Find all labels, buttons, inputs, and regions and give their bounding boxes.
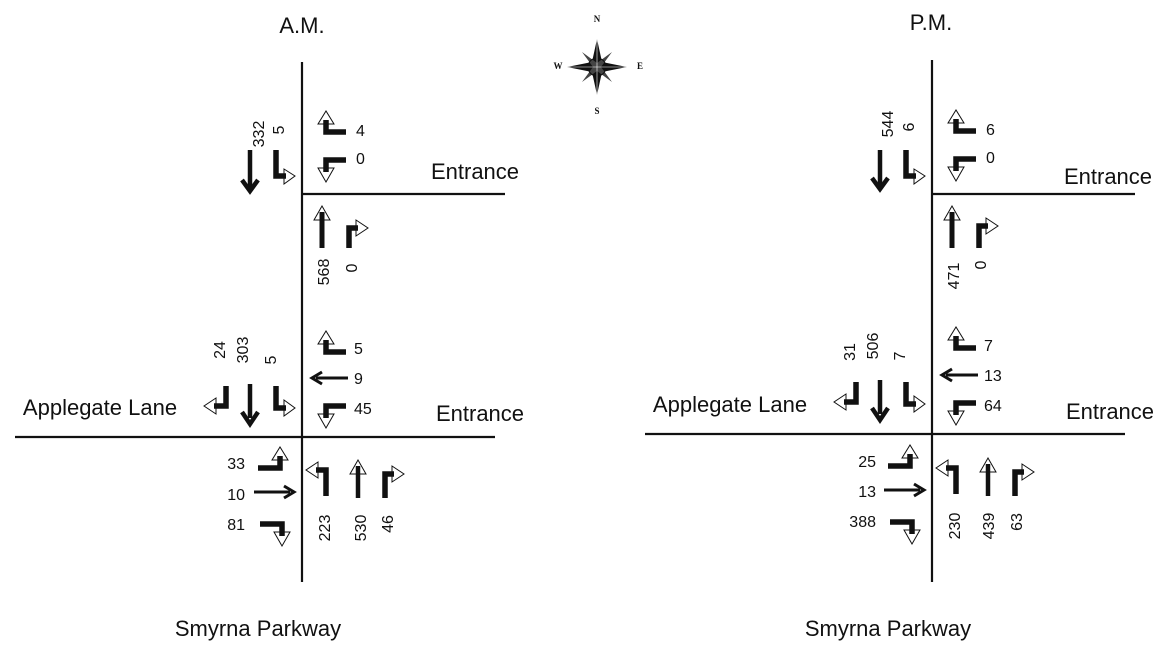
- pm-s-wb-left-arrow-icon: [947, 400, 976, 427]
- am-s-wb-through-count: 9: [354, 371, 363, 388]
- am-applegate-label: Applegate Lane: [23, 395, 177, 420]
- am-n-nb-right-arrow-icon: [346, 219, 369, 248]
- am-s-eb-left-arrow-icon: [258, 446, 289, 471]
- pm-s-wb-through-arrow-icon: [939, 367, 978, 383]
- pm-n-wb-right-arrow-icon: [947, 109, 976, 134]
- pm-n-sb-left-arrow-icon: [903, 150, 926, 185]
- compass-west-label: W: [554, 61, 563, 71]
- pm-s-sb-right-arrow-icon: [833, 382, 859, 411]
- pm-street-label: Smyrna Parkway: [805, 616, 971, 641]
- pm-s-wb-right-count: 7: [984, 338, 993, 355]
- am-n-sb-left-arrow-icon: [273, 150, 296, 185]
- pm-s-eb-through-arrow-icon: [884, 482, 927, 498]
- am-s-nb-left-count: 223: [317, 515, 334, 542]
- pm-n-sb-through-count: 544: [880, 111, 897, 138]
- pm-n-nb-right-arrow-icon: [976, 217, 999, 248]
- am-n-sb-through-count: 332: [251, 121, 268, 148]
- am-n-sb-through-arrow-icon: [240, 150, 260, 195]
- pm-n-nb-through-count: 471: [946, 263, 963, 290]
- am-s-nb-left-arrow-icon: [305, 461, 329, 496]
- pm-n-wb-left-arrow-icon: [947, 156, 976, 183]
- pm-n-wb-left-count: 0: [986, 150, 995, 167]
- pm-s-nb-through-count: 439: [981, 513, 998, 540]
- am-north-entrance-label: Entrance: [431, 159, 519, 184]
- am-s-wb-right-arrow-icon: [317, 330, 346, 355]
- pm-s-wb-right-arrow-icon: [947, 326, 976, 351]
- am-s-sb-left-arrow-icon: [273, 386, 296, 417]
- pm-s-nb-right-count: 63: [1009, 513, 1026, 531]
- am-n-wb-right-arrow-icon: [317, 110, 346, 135]
- am-n-wb-right-count: 4: [356, 123, 365, 140]
- am-n-wb-left-count: 0: [356, 151, 365, 168]
- am-n-nb-through-count: 568: [316, 259, 333, 286]
- pm-s-eb-right-arrow-icon: [890, 519, 921, 546]
- pm-s-wb-left-count: 64: [984, 398, 1002, 415]
- pm-s-wb-through-count: 13: [984, 368, 1002, 385]
- pm-s-eb-left-arrow-icon: [888, 444, 919, 469]
- pm-n-sb-through-arrow-icon: [870, 150, 890, 193]
- am-s-sb-right-arrow-icon: [203, 386, 229, 415]
- am-panel: A.M. Smyrna Parkway Entrance Entrance Ap…: [15, 13, 524, 641]
- am-s-wb-right-count: 5: [354, 341, 363, 358]
- pm-applegate-label: Applegate Lane: [653, 392, 807, 417]
- compass-north-label: N: [594, 14, 601, 24]
- pm-s-eb-through-count: 13: [858, 484, 876, 501]
- pm-n-nb-right-count: 0: [973, 260, 990, 269]
- am-s-eb-right-arrow-icon: [260, 521, 291, 548]
- pm-s-nb-right-arrow-icon: [1012, 463, 1035, 496]
- pm-s-nb-through-arrow-icon: [979, 456, 997, 496]
- am-s-wb-through-arrow-icon: [309, 370, 348, 386]
- pm-s-sb-left-count: 7: [892, 351, 909, 360]
- pm-s-eb-right-count: 388: [849, 514, 876, 531]
- am-street-label: Smyrna Parkway: [175, 616, 341, 641]
- compass-south-label: S: [594, 106, 599, 116]
- pm-n-nb-through-arrow-icon: [943, 204, 961, 248]
- am-s-wb-left-count: 45: [354, 401, 372, 418]
- am-s-sb-through-arrow-icon: [240, 384, 260, 429]
- am-s-sb-through-count: 303: [235, 337, 252, 364]
- pm-s-sb-right-count: 31: [842, 343, 859, 361]
- pm-n-sb-left-count: 6: [901, 122, 918, 131]
- am-n-nb-right-count: 0: [344, 263, 361, 272]
- am-n-nb-through-arrow-icon: [313, 204, 331, 248]
- pm-s-nb-left-count: 230: [947, 513, 964, 540]
- pm-s-sb-left-arrow-icon: [903, 382, 926, 413]
- pm-s-sb-through-arrow-icon: [870, 380, 890, 425]
- am-s-nb-right-arrow-icon: [382, 465, 405, 498]
- pm-south-entrance-label: Entrance: [1066, 399, 1154, 424]
- am-s-nb-right-count: 46: [380, 515, 397, 533]
- am-s-sb-left-count: 5: [263, 355, 280, 364]
- pm-s-nb-left-arrow-icon: [935, 459, 959, 494]
- am-s-nb-through-arrow-icon: [349, 458, 367, 498]
- compass-rose: N S W E: [554, 14, 644, 116]
- am-s-wb-left-arrow-icon: [317, 403, 346, 430]
- pm-s-sb-through-count: 506: [865, 333, 882, 360]
- compass-star-icon: [567, 39, 627, 95]
- am-s-eb-through-arrow-icon: [254, 484, 297, 500]
- am-n-sb-left-count: 5: [271, 125, 288, 134]
- compass-east-label: E: [637, 61, 643, 71]
- am-n-wb-left-arrow-icon: [317, 157, 346, 184]
- am-period-title: A.M.: [279, 13, 324, 38]
- pm-n-wb-right-count: 6: [986, 122, 995, 139]
- pm-north-entrance-label: Entrance: [1064, 164, 1152, 189]
- pm-period-title: P.M.: [910, 10, 952, 35]
- am-s-eb-through-count: 10: [227, 487, 245, 504]
- am-s-sb-right-count: 24: [212, 341, 229, 359]
- am-s-eb-right-count: 81: [227, 517, 245, 534]
- am-south-entrance-label: Entrance: [436, 401, 524, 426]
- pm-panel: P.M. Smyrna Parkway Entrance Entrance Ap…: [645, 10, 1154, 641]
- pm-s-eb-left-count: 25: [858, 454, 876, 471]
- am-s-nb-through-count: 530: [353, 515, 370, 542]
- am-s-eb-left-count: 33: [227, 456, 245, 473]
